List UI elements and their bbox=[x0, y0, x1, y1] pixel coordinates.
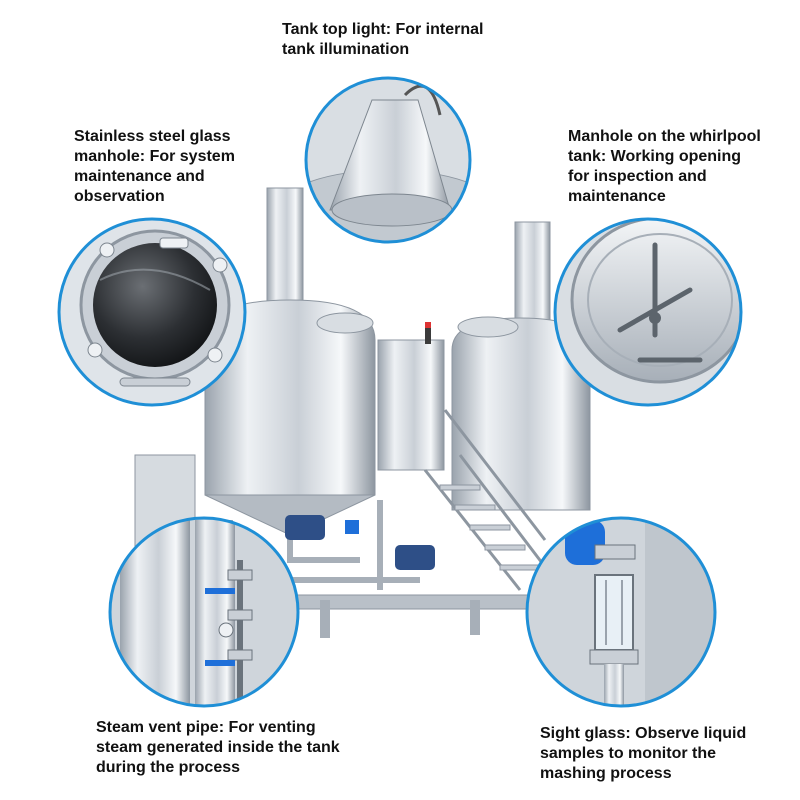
sight-glass-label: Sight glass: Observe liquid samples to m… bbox=[540, 725, 747, 782]
sight-glass-detail bbox=[525, 516, 717, 708]
brewhouse-machine bbox=[134, 187, 621, 640]
glass-manhole-detail bbox=[57, 217, 247, 407]
whirlpool-manhole-label: Manhole on the whirlpool tank: Working o… bbox=[568, 128, 761, 205]
glass-manhole-label: Stainless steel glass manhole: For syste… bbox=[74, 128, 235, 205]
tank-top-light-detail bbox=[304, 76, 472, 244]
tank-top-light-label: Tank top light: For internal tank illumi… bbox=[282, 21, 484, 58]
whirlpool-manhole-detail bbox=[553, 217, 743, 407]
steam-vent-pipe-detail bbox=[108, 516, 300, 708]
steam-vent-label: Steam vent pipe: For venting steam gener… bbox=[96, 719, 340, 776]
